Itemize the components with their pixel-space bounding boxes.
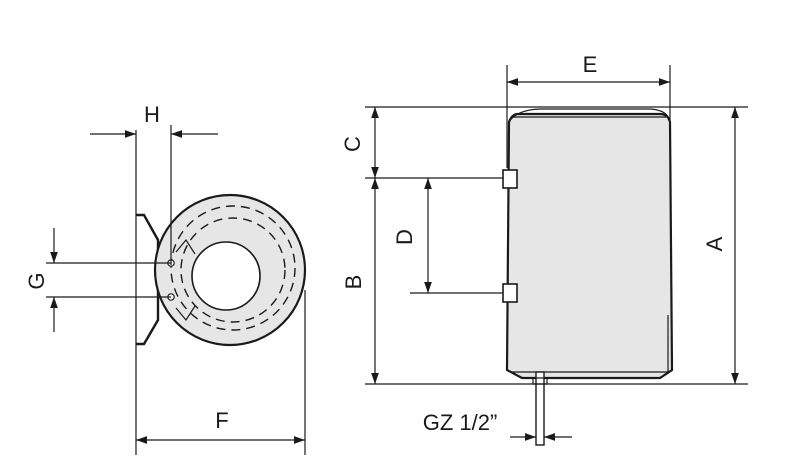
drain-pipe [535, 371, 545, 446]
insulation-dashed-inner [180, 217, 286, 323]
dim-label-g: G [24, 272, 49, 289]
dim-label-c: C [340, 136, 365, 152]
dim-label-a: A [702, 236, 727, 251]
dim-label-e: E [583, 52, 598, 77]
dim-label-d: D [392, 229, 417, 245]
dim-label-f: F [215, 408, 228, 433]
dim-label-h: H [144, 102, 160, 127]
upper-pipe-connector [502, 169, 518, 189]
connection-thread-label: GZ 1/2” [423, 410, 498, 435]
tank-body [505, 112, 674, 380]
top-view: H G F [24, 102, 307, 455]
dim-label-b: B [341, 275, 366, 290]
lower-pipe-connector [502, 283, 518, 303]
side-view: E C B D A GZ 1/2” [340, 52, 748, 446]
insulation-dashed-outline [170, 205, 296, 331]
flange-circle [191, 241, 261, 311]
